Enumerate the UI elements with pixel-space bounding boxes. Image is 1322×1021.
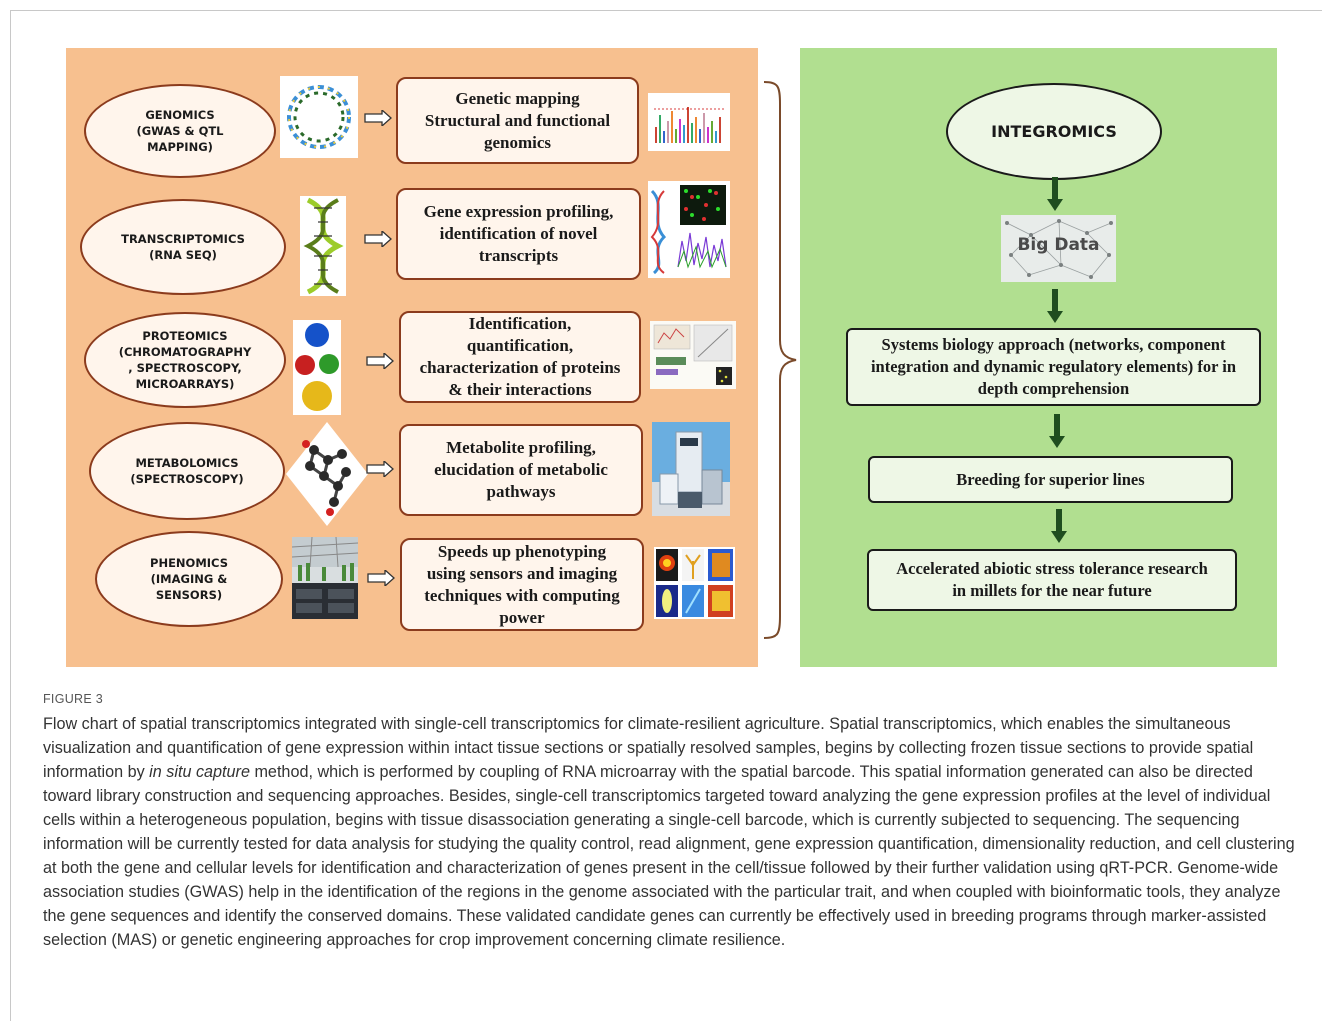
- genomics-ellipse: GENOMICS (GWAS & QTL MAPPING): [84, 84, 276, 178]
- manhattan-plot-image: [648, 93, 730, 151]
- transcriptomics-ellipse: TRANSCRIPTOMICS (RNA SEQ): [80, 199, 286, 295]
- integromics-ellipse: INTEGROMICS: [946, 83, 1162, 180]
- molecule-structure-image: [284, 420, 370, 528]
- greenhouse-phenotyping-image: [292, 537, 358, 619]
- proteomics-description-box: Identification, quantification, characte…: [399, 311, 641, 403]
- arrow-right-icon: [366, 461, 394, 477]
- genomics-description-box: Genetic mapping Structural and functiona…: [396, 77, 639, 164]
- accelerated-research-box: Accelerated abiotic stress tolerance res…: [867, 549, 1237, 611]
- transcriptomics-description-box: Gene expression profiling, identificatio…: [396, 188, 641, 280]
- phenomics-ellipse: PHENOMICS (IMAGING & SENSORS): [95, 531, 283, 627]
- phenomics-description-box: Speeds up phenotyping using sensors and …: [400, 538, 644, 631]
- figure-caption: Flow chart of spatial transcriptomics in…: [43, 712, 1305, 952]
- figure-frame-top: [10, 10, 1322, 11]
- arrow-down-icon: [1049, 414, 1065, 448]
- caption-text-part1: Flow chart of spatial transcriptomics in…: [43, 715, 1254, 781]
- big-data-network-image: Big Data: [1001, 215, 1116, 282]
- arrow-down-icon: [1047, 289, 1063, 323]
- dna-helix-image: [300, 196, 346, 296]
- big-data-label: Big Data: [1017, 235, 1100, 255]
- mass-spectrometer-image: [652, 422, 730, 516]
- proteomics-ellipse: PROTEOMICS (CHROMATOGRAPHY , SPECTROSCOP…: [84, 312, 286, 408]
- microarray-sequencing-image: [648, 181, 730, 278]
- figure-label: FIGURE 3: [43, 692, 104, 706]
- dna-circle-image: [280, 76, 358, 158]
- brace-icon: [763, 81, 797, 639]
- arrow-right-icon: [364, 231, 392, 247]
- systems-biology-box: Systems biology approach (networks, comp…: [846, 328, 1261, 406]
- caption-text-part2: method, which is performed by coupling o…: [43, 763, 1295, 949]
- arrow-right-icon: [366, 353, 394, 369]
- metabolomics-description-box: Metabolite profiling, elucidation of met…: [399, 424, 643, 516]
- breeding-box: Breeding for superior lines: [868, 456, 1233, 503]
- protein-spheres-image: [293, 320, 341, 415]
- arrow-right-icon: [367, 570, 395, 586]
- arrow-down-icon: [1051, 509, 1067, 543]
- caption-italic-term: in situ capture: [149, 763, 250, 781]
- arrow-right-icon: [364, 110, 392, 126]
- figure-frame-left: [10, 10, 11, 1021]
- proteomics-workflow-image: [650, 321, 736, 389]
- imaging-sensor-panels-image: [654, 547, 735, 619]
- metabolomics-ellipse: METABOLOMICS (SPECTROSCOPY): [89, 422, 285, 520]
- arrow-down-icon: [1047, 177, 1063, 211]
